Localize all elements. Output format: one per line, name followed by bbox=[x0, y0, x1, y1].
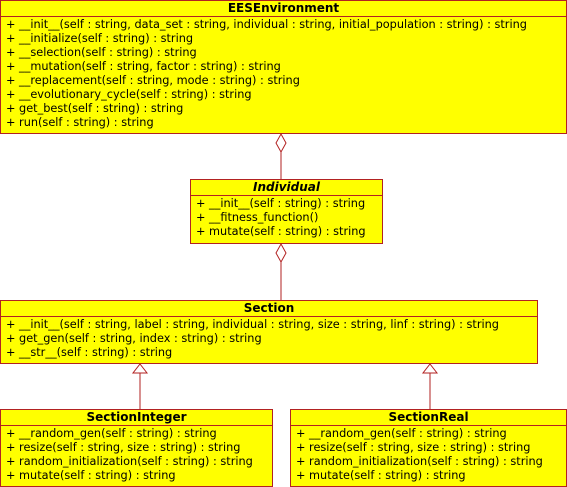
method: + __selection(self : string) : string bbox=[6, 46, 197, 59]
method-list: + __init__(self : string, data_set : str… bbox=[1, 17, 566, 130]
method: + resize(self : string, size : string) :… bbox=[296, 441, 531, 454]
method: + random_initialization(self : string) :… bbox=[296, 455, 543, 468]
class-name: SectionInteger bbox=[1, 410, 272, 426]
method-list: + __init__(self : string, label : string… bbox=[1, 317, 537, 360]
class-section: Section + __init__(self : string, label … bbox=[0, 300, 538, 364]
method: + __fitness_function() bbox=[196, 211, 319, 224]
method: + get_gen(self : string, index : string)… bbox=[6, 332, 262, 345]
method: + get_best(self : string) : string bbox=[6, 102, 184, 115]
method: + __initialize(self : string) : string bbox=[6, 32, 194, 45]
method: + __evolutionary_cycle(self : string) : … bbox=[6, 88, 252, 101]
class-name: SectionReal bbox=[291, 410, 566, 426]
method: + __random_gen(self : string) : string bbox=[296, 427, 507, 440]
class-section-integer: SectionInteger + __random_gen(self : str… bbox=[0, 409, 273, 487]
method-list: + __random_gen(self : string) : string +… bbox=[1, 426, 272, 483]
method: + __random_gen(self : string) : string bbox=[6, 427, 217, 440]
method: + __str__(self : string) : string bbox=[6, 346, 173, 359]
method: + mutate(self : string) : string bbox=[196, 225, 366, 238]
method: + random_initialization(self : string) :… bbox=[6, 455, 253, 468]
aggregation-individual-section bbox=[275, 242, 287, 300]
method: + mutate(self : string) : string bbox=[296, 469, 466, 482]
method: + resize(self : string, size : string) :… bbox=[6, 441, 241, 454]
generalization-section-integer bbox=[131, 363, 149, 409]
class-name: Section bbox=[1, 301, 537, 317]
aggregation-ees-individual bbox=[275, 132, 287, 179]
generalization-section-real bbox=[421, 363, 439, 409]
class-name: EESEnvironment bbox=[1, 1, 566, 17]
method-list: + __init__(self : string) : string + __f… bbox=[191, 196, 382, 239]
method-list: + __random_gen(self : string) : string +… bbox=[291, 426, 566, 483]
method: + run(self : string) : string bbox=[6, 116, 154, 129]
class-individual: Individual + __init__(self : string) : s… bbox=[190, 179, 383, 244]
method: + __mutation(self : string, factor : str… bbox=[6, 60, 281, 73]
class-name: Individual bbox=[191, 180, 382, 196]
method: + mutate(self : string) : string bbox=[6, 469, 176, 482]
class-ees-environment: EESEnvironment + __init__(self : string,… bbox=[0, 0, 567, 134]
class-section-real: SectionReal + __random_gen(self : string… bbox=[290, 409, 567, 487]
method: + __init__(self : string, label : string… bbox=[6, 318, 499, 331]
method: + __init__(self : string, data_set : str… bbox=[6, 18, 527, 31]
method: + __replacement(self : string, mode : st… bbox=[6, 74, 300, 87]
method: + __init__(self : string) : string bbox=[196, 197, 366, 210]
